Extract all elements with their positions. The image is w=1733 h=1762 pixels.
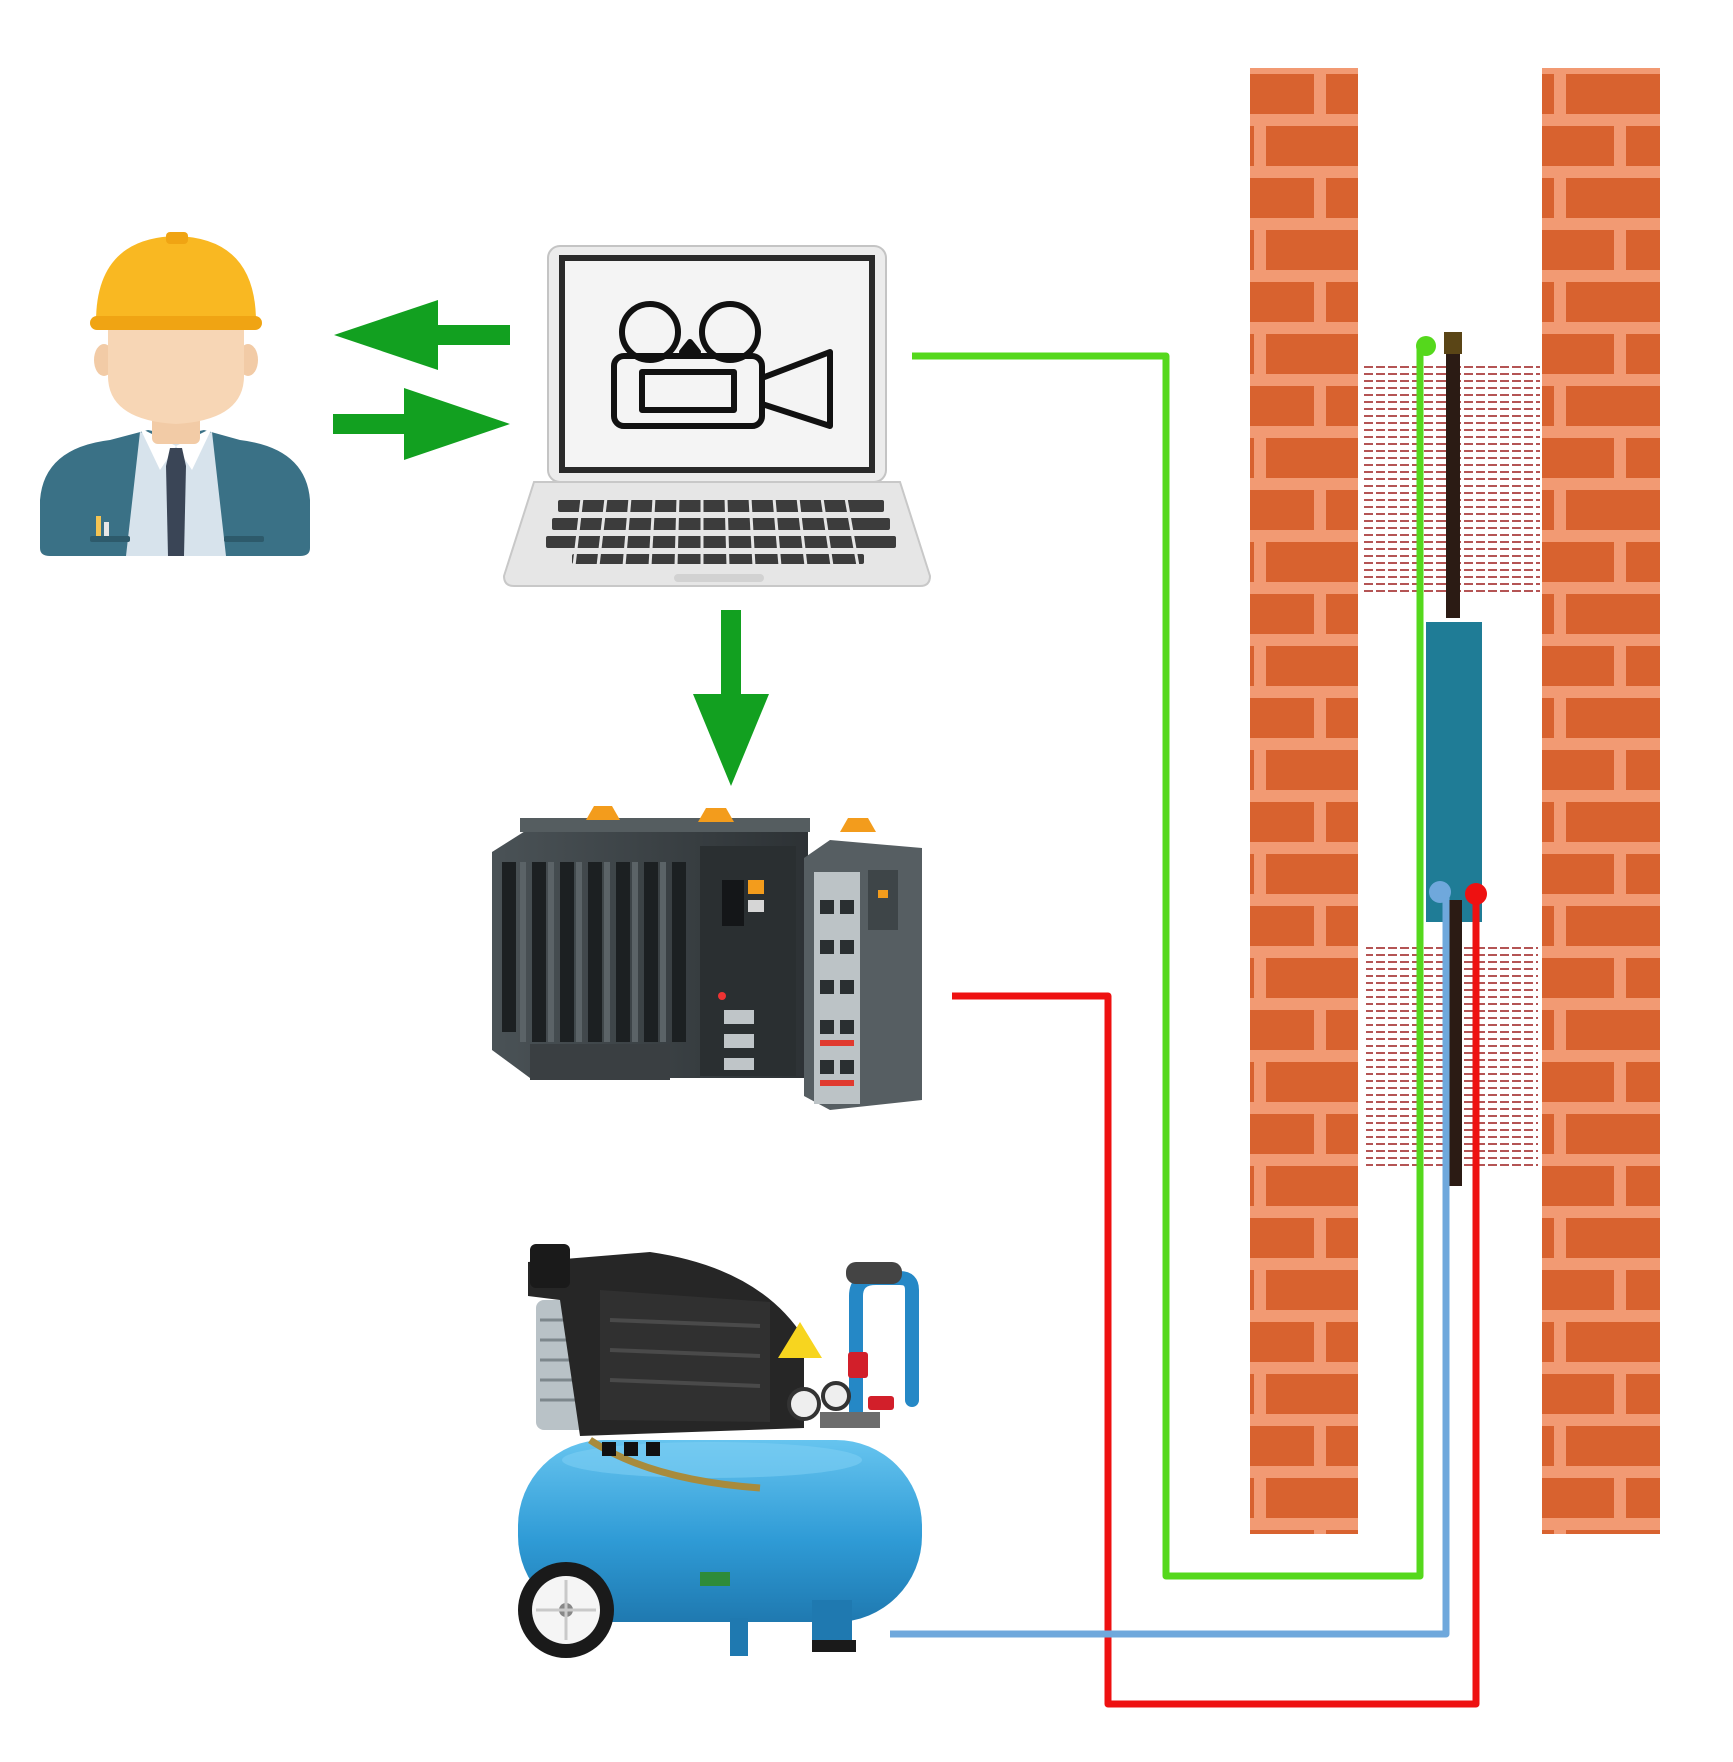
arrow-operator-to-laptop (333, 388, 510, 460)
air-hose (890, 894, 1450, 1638)
engineer-icon (40, 232, 310, 556)
control-cable-connector (1465, 883, 1487, 905)
air-hose-connector (1429, 881, 1451, 903)
control-cable (952, 898, 1480, 1708)
brick-wall-left (1250, 68, 1358, 1534)
video-camera-icon (611, 301, 833, 429)
air-compressor-icon (518, 1244, 922, 1658)
laptop-icon (502, 245, 932, 587)
arrow-laptop-to-operator (334, 300, 510, 370)
camera-cable-connector (1416, 336, 1436, 356)
keyboard (546, 500, 896, 564)
brick-wall-right (1542, 68, 1660, 1534)
plc-controller-icon (492, 806, 922, 1110)
camera-cable (912, 346, 1424, 1580)
inspection-probe-icon (1426, 332, 1482, 1186)
arrow-laptop-to-plc (693, 610, 769, 786)
